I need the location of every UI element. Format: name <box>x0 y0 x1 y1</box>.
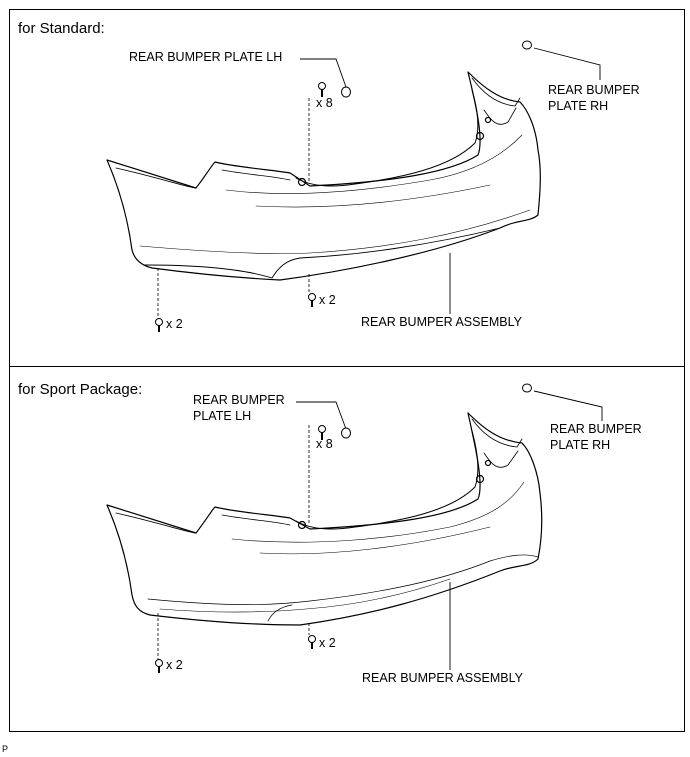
standard-header: for Standard: <box>18 20 105 37</box>
trunk-opening-edge <box>295 89 479 187</box>
plate-lh-label-line1: REAR BUMPER <box>193 393 285 407</box>
screw-mid-quantity: x 2 <box>319 636 336 650</box>
upper-surface-line-2 <box>221 514 291 526</box>
clip-hole <box>475 474 485 484</box>
upper-surface-line <box>115 167 197 189</box>
standard-bumper-illustration <box>106 40 601 332</box>
right-lamp-cutout <box>483 107 517 125</box>
screw-top-icon <box>318 82 326 97</box>
standard-panel: for Standard: REAR BUMPER PLATE LH REAR … <box>9 9 685 367</box>
trunk-opening-edge <box>295 430 479 530</box>
plate-lh-label: REAR BUMPER PLATE LH <box>129 50 283 64</box>
screw-left-icon <box>155 659 163 673</box>
sport-package-panel: for Sport Package: REAR BUMPER PLATE LH … <box>9 366 685 732</box>
plate-rh-label-line1: REAR BUMPER <box>550 422 642 436</box>
upper-surface-line-2 <box>221 169 291 181</box>
sport-bumper-illustration <box>106 383 603 673</box>
right-end-detail <box>471 77 521 107</box>
screw-mid-icon <box>308 293 316 307</box>
plate-rh-clip <box>522 40 532 50</box>
screw-mid-quantity: x 2 <box>319 293 336 307</box>
screw-top-quantity: x 8 <box>316 96 333 110</box>
diffuser-lower <box>159 578 451 613</box>
plate-rh-leader <box>533 390 603 421</box>
character-line <box>231 481 525 543</box>
character-line-lower <box>255 184 491 208</box>
figure-code: P <box>2 744 9 754</box>
screw-left-quantity: x 2 <box>166 317 183 331</box>
plate-rh-clip <box>522 383 532 393</box>
upper-surface-line <box>115 512 197 534</box>
character-line <box>225 134 523 194</box>
plate-lh-clip <box>341 427 351 439</box>
screw-mid-icon <box>308 635 316 649</box>
screw-top-icon <box>318 425 326 440</box>
plate-rh-label-line2: PLATE RH <box>548 99 609 113</box>
assembly-label: REAR BUMPER ASSEMBLY <box>362 671 523 685</box>
sport-package-header: for Sport Package: <box>18 381 143 398</box>
lower-lip <box>144 227 501 279</box>
plate-rh-label-line1: REAR BUMPER <box>548 83 640 97</box>
screw-left-icon <box>155 318 163 332</box>
lower-edge-line <box>139 209 531 254</box>
plate-rh-label-line2: PLATE RH <box>550 438 611 452</box>
clip-hole <box>297 177 307 187</box>
screw-left-quantity: x 2 <box>166 658 183 672</box>
plate-lh-leader <box>296 401 347 430</box>
plate-lh-leader <box>300 58 347 88</box>
diffuser-fin <box>267 604 293 622</box>
screw-top-quantity: x 8 <box>316 437 333 451</box>
bumper-outline <box>106 71 541 281</box>
clip-hole <box>484 116 492 124</box>
assembly-label: REAR BUMPER ASSEMBLY <box>361 315 522 329</box>
plate-lh-label-line2: PLATE LH <box>193 409 252 423</box>
character-line-lower <box>259 526 491 555</box>
clip-hole <box>297 520 307 530</box>
clip-hole <box>475 131 485 141</box>
right-end-detail <box>471 418 523 448</box>
clip-hole <box>484 459 492 467</box>
diffuser-upper <box>147 554 539 605</box>
right-lamp-cutout <box>483 450 519 468</box>
plate-lh-clip <box>341 86 351 98</box>
plate-rh-leader <box>533 47 601 80</box>
